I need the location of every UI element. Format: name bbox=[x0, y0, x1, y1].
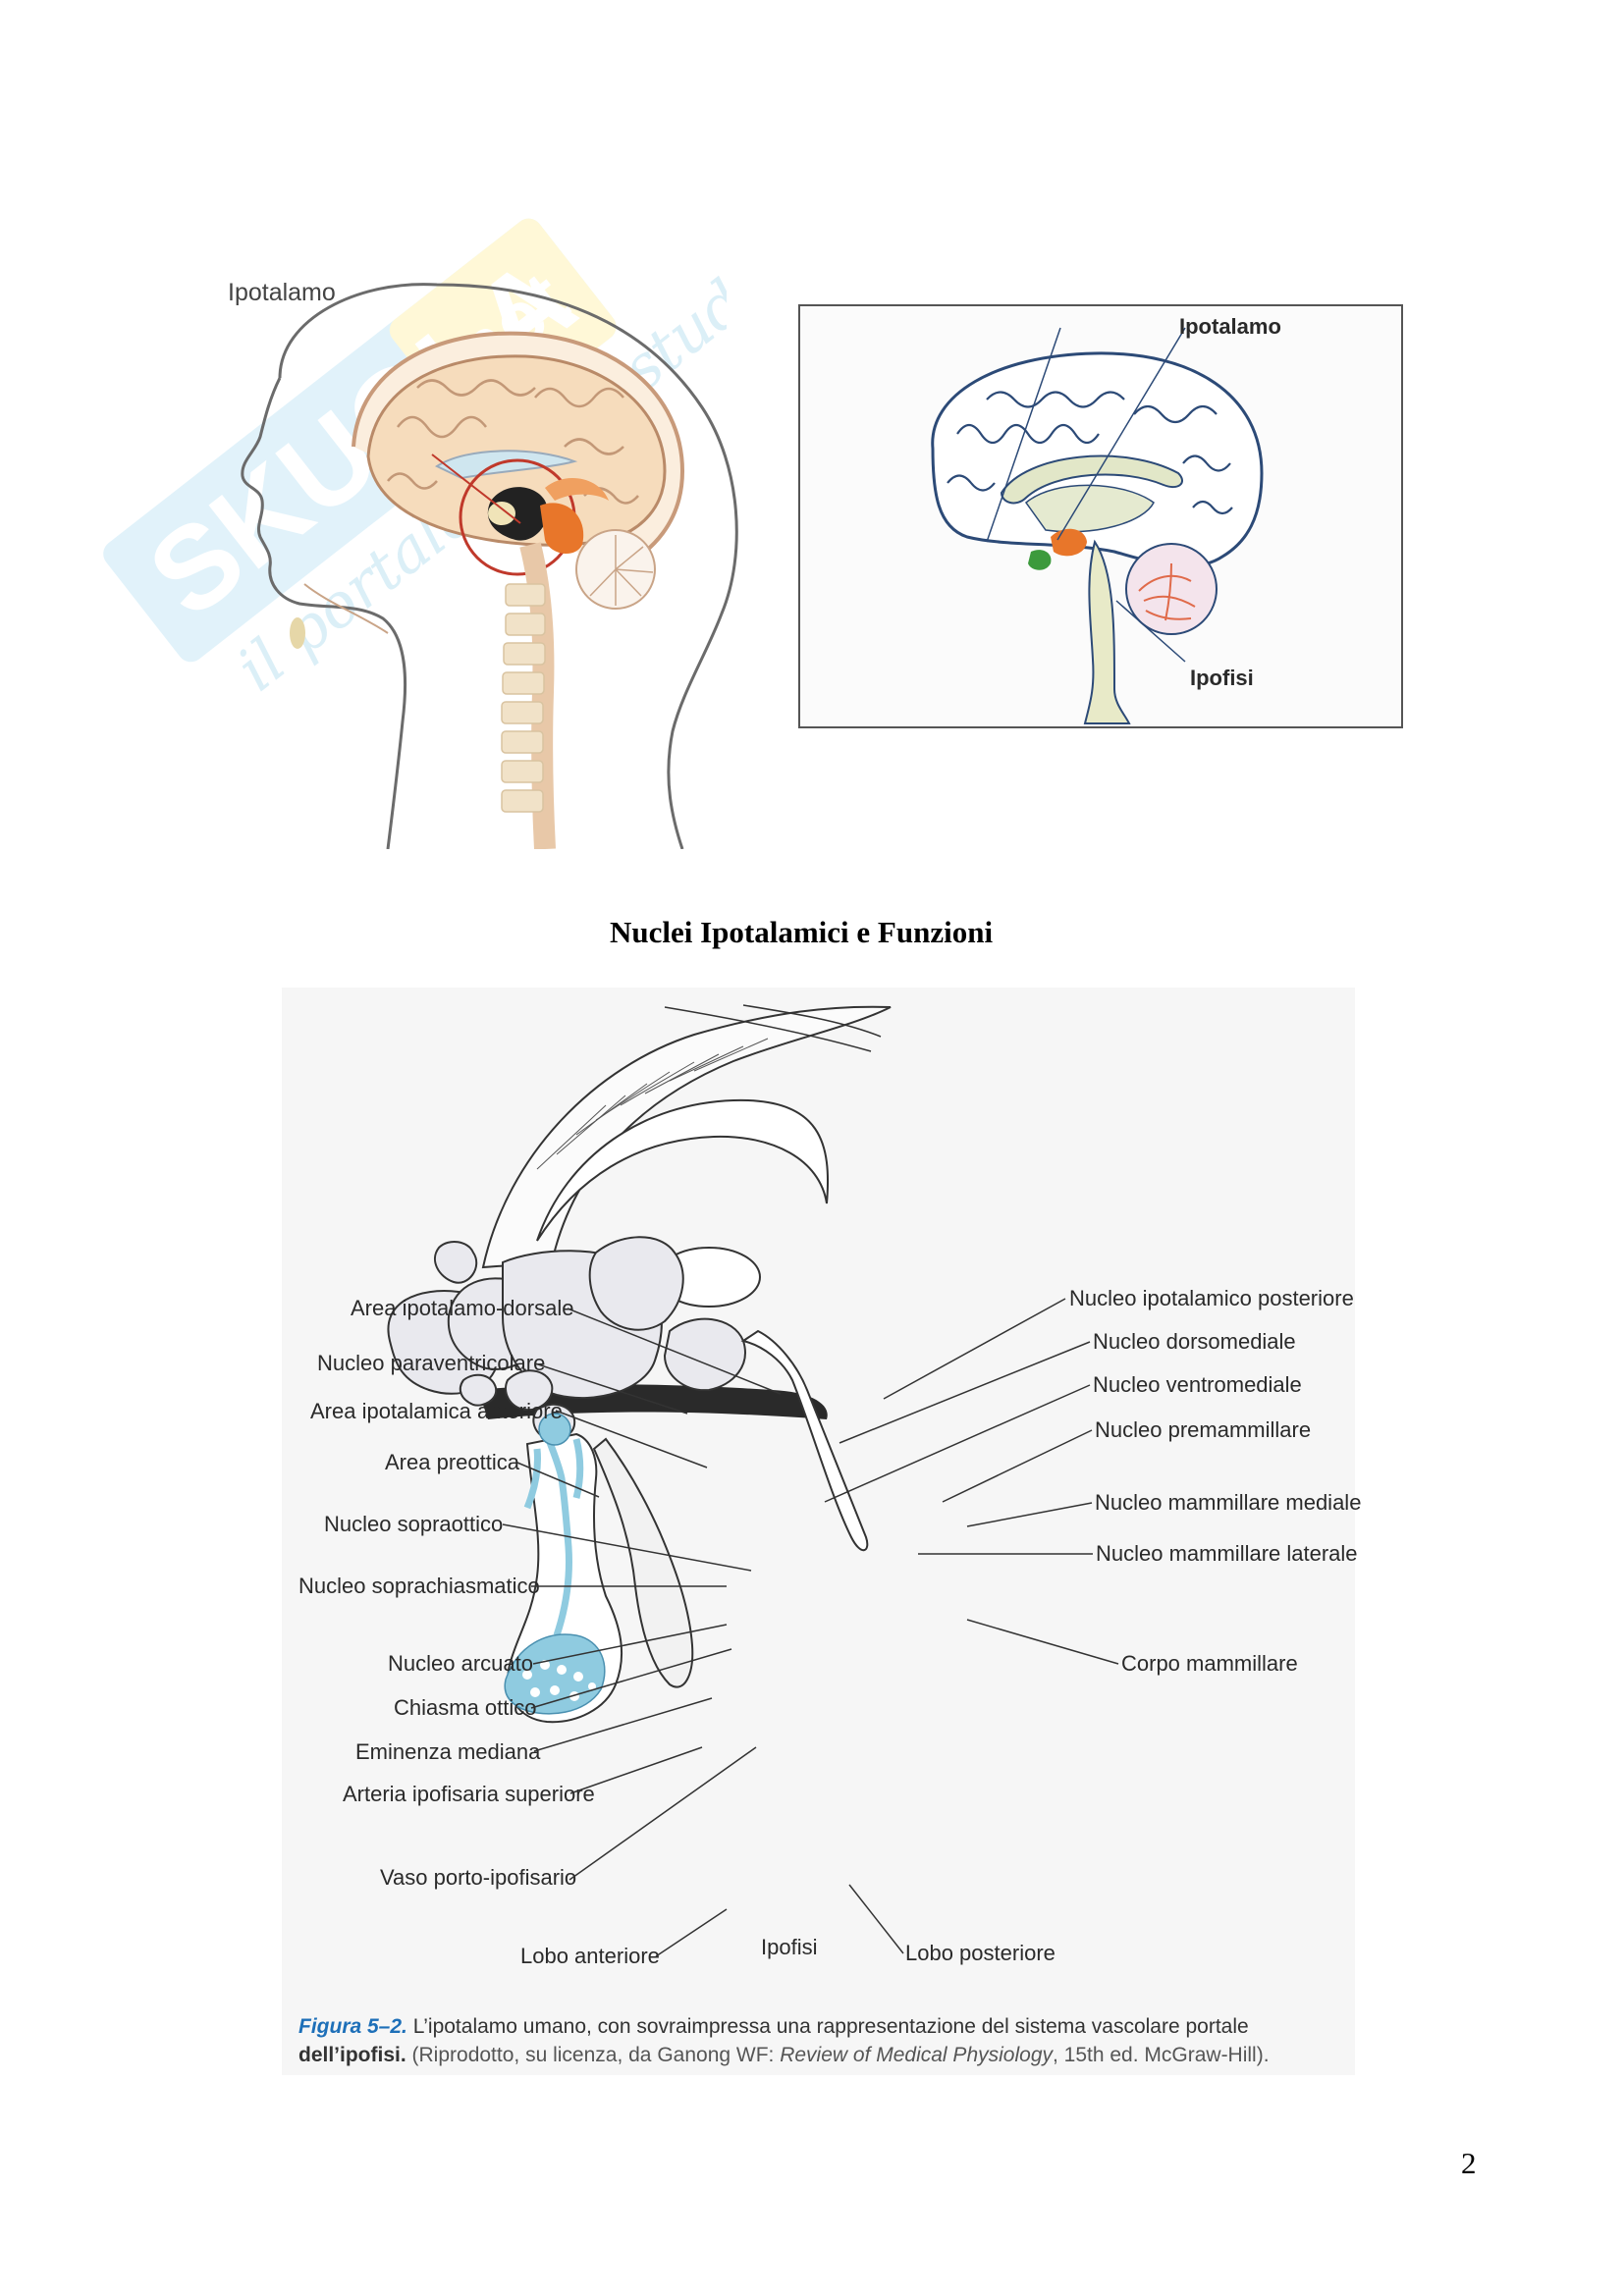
caption-line2-italic: Review of Medical Physiology bbox=[780, 2044, 1053, 2066]
caption-line2-b: , 15th ed. McGraw-Hill). bbox=[1053, 2044, 1270, 2066]
caption-line2-a: (Riprodotto, su licenza, da Ganong WF: bbox=[406, 2044, 781, 2066]
caption-text-main: L’ipotalamo umano, con sovraimpressa una… bbox=[407, 2015, 1249, 2038]
caption-line2-bold: dell’ipofisi. bbox=[298, 2044, 406, 2066]
caption-line-2: dell’ipofisi. (Riprodotto, su licenza, d… bbox=[298, 2041, 1339, 2069]
caption-line-1: Figura 5–2. L’ipotalamo umano, con sovra… bbox=[298, 2012, 1339, 2041]
figure-caption: Figura 5–2. L’ipotalamo umano, con sovra… bbox=[298, 2012, 1339, 2069]
page-number: 2 bbox=[1461, 2146, 1477, 2181]
caption-figure-ref: Figura 5–2. bbox=[298, 2015, 407, 2038]
